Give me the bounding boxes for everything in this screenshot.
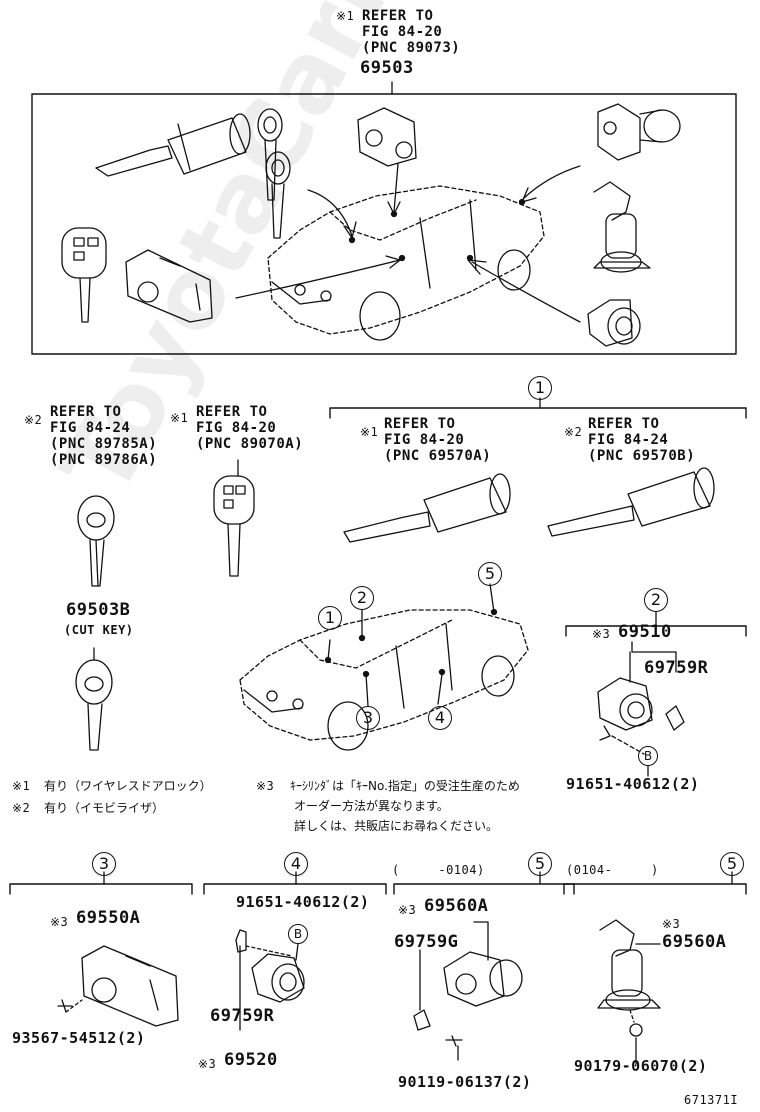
group3-steering-lock-drawing: [57, 945, 179, 1027]
g1-ref1-line-2: FIG 84-20: [384, 432, 465, 448]
top-ref-line-3: (PNC 89073): [362, 40, 461, 56]
top-ref-mark: ※1: [336, 9, 355, 23]
key-ref2-line-4: (PNC 89786A): [50, 452, 158, 468]
cut-key-drawing: [75, 647, 113, 751]
car-top-drawing: [267, 185, 545, 341]
ignition-cylinder-drawing: [95, 113, 251, 177]
steering-lock-drawing: [125, 249, 213, 323]
g2-bolt: 91651-40612(2): [566, 775, 700, 793]
key-ref2-line-2: FIG 84-24: [50, 420, 131, 436]
figure-id: 671371I: [684, 1093, 739, 1107]
g1-ref2-line-2: FIG 84-24: [588, 432, 669, 448]
callout-group4: 4: [284, 852, 308, 876]
g5b-nut: 90179-06070(2): [574, 1057, 708, 1075]
g3-mark: ※3: [50, 915, 69, 929]
callout-group2: 2: [644, 588, 668, 612]
key-ref2-line-1: REFER TO: [50, 404, 122, 420]
immobilizer-key-drawing: [77, 495, 115, 587]
callout-group5a: 5: [528, 852, 552, 876]
car-callout-1: 1: [318, 606, 342, 630]
g3-screw: 93567-54512(2): [12, 1029, 146, 1047]
g1-ref1-mark: ※1: [360, 425, 379, 439]
note2-mark: ※2: [12, 801, 31, 815]
g5a-range: ( -0104): [392, 863, 485, 877]
group5b-lock-drawing: [597, 919, 661, 1065]
g1-ref1-line-3: (PNC 69570A): [384, 448, 492, 464]
group4-lock-drawing: [235, 929, 305, 1031]
top-ref-line-2: FIG 84-20: [362, 24, 443, 40]
part-69759G: 69759G: [394, 932, 459, 952]
g4-mark: ※3: [198, 1057, 217, 1071]
g5a-mark: ※3: [398, 903, 417, 917]
callout-group5b: 5: [720, 852, 744, 876]
group3-bracket: [9, 883, 193, 895]
key-ref1-line-2: FIG 84-20: [196, 420, 277, 436]
g1-ref2-line-3: (PNC 69570B): [588, 448, 696, 464]
top-arrows: [235, 163, 581, 323]
note1-text: 有り（ワイヤレスドアロック）: [44, 779, 212, 793]
part-69520: 69520: [224, 1050, 278, 1070]
part-69510: 69510: [618, 622, 672, 642]
key-ref1-line-1: REFER TO: [196, 404, 268, 420]
luggage-lock-drawing: [597, 103, 681, 161]
part-69503B: 69503B: [66, 600, 131, 620]
g5b-mark: ※3: [662, 917, 681, 931]
car-middle-drawing: [239, 583, 529, 751]
note3-line-2: オーダー方法が異なります。: [294, 799, 449, 813]
group4-bracket: [203, 883, 387, 895]
door-lock-top-drawing: [357, 107, 417, 167]
note2-text: 有り（イモビライザ）: [44, 801, 165, 815]
g4-part-69759R: 69759R: [210, 1006, 275, 1026]
part-69550A: 69550A: [76, 908, 141, 928]
g2-part-69759R: 69759R: [644, 658, 709, 678]
top-group-box: [31, 93, 737, 355]
g1-ref1-line-1: REFER TO: [384, 416, 456, 432]
cut-key-label: (CUT KEY): [64, 623, 134, 637]
g2-mark: ※3: [592, 627, 611, 641]
part-69560A-early: 69560A: [424, 896, 489, 916]
car-callout-2: 2: [350, 586, 374, 610]
g5a-screw: 90119-06137(2): [398, 1073, 532, 1091]
part-69560A-late: 69560A: [662, 932, 727, 952]
door-lock-right-drawing: [587, 299, 641, 347]
note3-line-3: 詳しくは、共販店にお尋ねください。: [294, 819, 499, 833]
note3-mark: ※3: [256, 779, 275, 793]
g4-bolt: 91651-40612(2): [236, 893, 370, 911]
callout-group3: 3: [92, 852, 116, 876]
group1-cylinder-a: [343, 473, 511, 543]
group1-cylinder-b: [547, 467, 715, 537]
top-ref-line-1: REFER TO: [362, 8, 434, 24]
g1-ref2-mark: ※2: [564, 425, 583, 439]
remote-key-2-drawing: [213, 459, 255, 577]
group2-lock-drawing: [597, 677, 685, 777]
car-callout-4: 4: [428, 706, 452, 730]
remote-key-drawing: [61, 227, 107, 323]
note1-mark: ※1: [12, 779, 31, 793]
key-ref2-mark: ※2: [24, 413, 43, 427]
keys-drawing: [257, 108, 291, 239]
group1-bracket: [329, 407, 747, 419]
key-ref1-mark: ※1: [170, 411, 189, 425]
callout-group1: 1: [528, 376, 552, 400]
part-69503: 69503: [360, 58, 414, 78]
car-callout-3: 3: [356, 706, 380, 730]
g2-callout-b: B: [638, 746, 658, 766]
g4-callout-b: B: [288, 924, 308, 944]
group5a-bracket: [393, 883, 575, 895]
key-ref2-line-3: (PNC 89785A): [50, 436, 158, 452]
key-ref1-line-3: (PNC 89070A): [196, 436, 304, 452]
g1-ref2-line-1: REFER TO: [588, 416, 660, 432]
group5a-lock-drawing: [413, 951, 523, 1061]
g5b-range: (0104- ): [566, 863, 659, 877]
car-callout-5: 5: [478, 562, 502, 586]
trunk-lock-drawing: [593, 181, 651, 273]
note3-line-1: ｷｰｼﾘﾝﾀﾞは「ｷｰNo.指定」の受注生産のため: [290, 779, 520, 793]
group5b-bracket: [563, 883, 747, 895]
